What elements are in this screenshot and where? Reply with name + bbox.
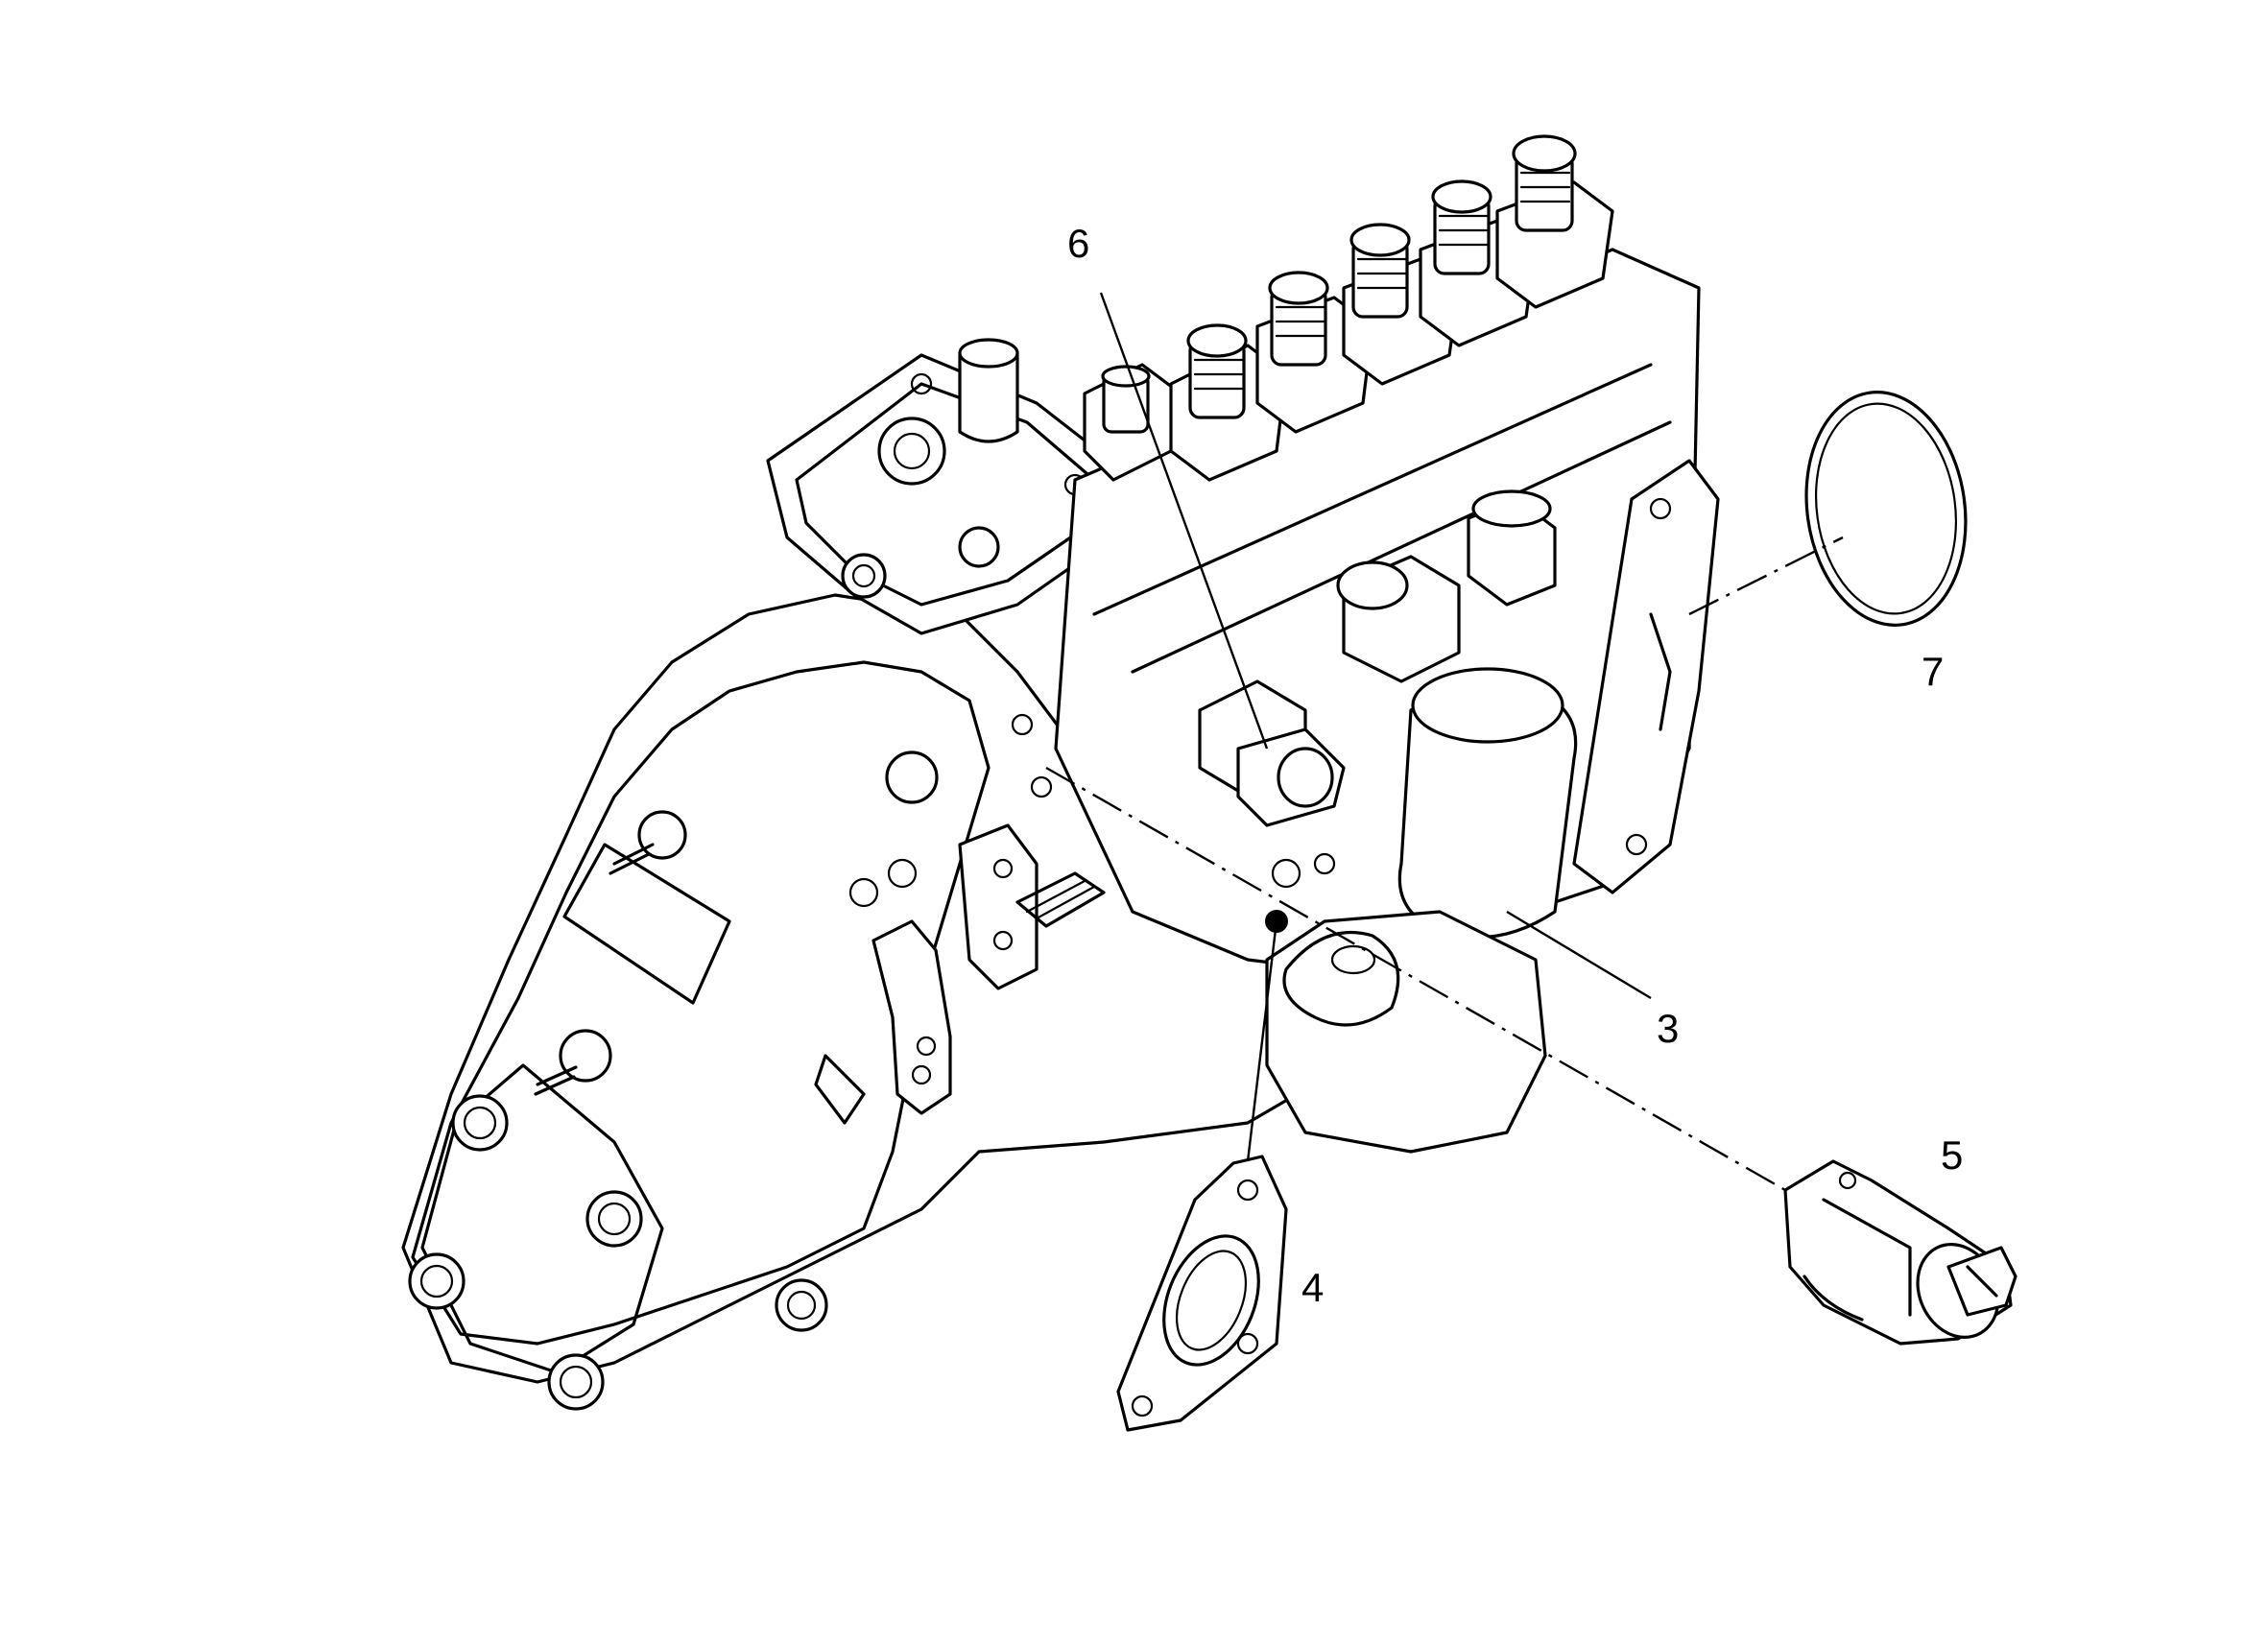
delivery-valve-holders xyxy=(1083,134,1614,482)
gasket-part-4 xyxy=(1116,1155,1288,1432)
injection-pump-assembly xyxy=(401,134,1720,1411)
callout-5: 5 xyxy=(1941,1132,1963,1178)
stop-solenoid-part-5 xyxy=(1783,1159,2017,1346)
leader-lines xyxy=(1045,292,1844,1192)
leader-4-dot xyxy=(1265,910,1288,933)
callout-6: 6 xyxy=(1067,221,1089,266)
leader-4 xyxy=(1246,920,1278,1162)
leader-6 xyxy=(1099,292,1269,750)
centerline-5 xyxy=(1045,766,1786,1192)
callout-7: 7 xyxy=(1922,649,1944,694)
centerline-7 xyxy=(1688,536,1844,616)
leader-3 xyxy=(1506,910,1652,1000)
callout-3: 3 xyxy=(1657,1006,1679,1051)
callout-4: 4 xyxy=(1301,1265,1324,1310)
o-ring-part-7 xyxy=(1804,391,1968,627)
